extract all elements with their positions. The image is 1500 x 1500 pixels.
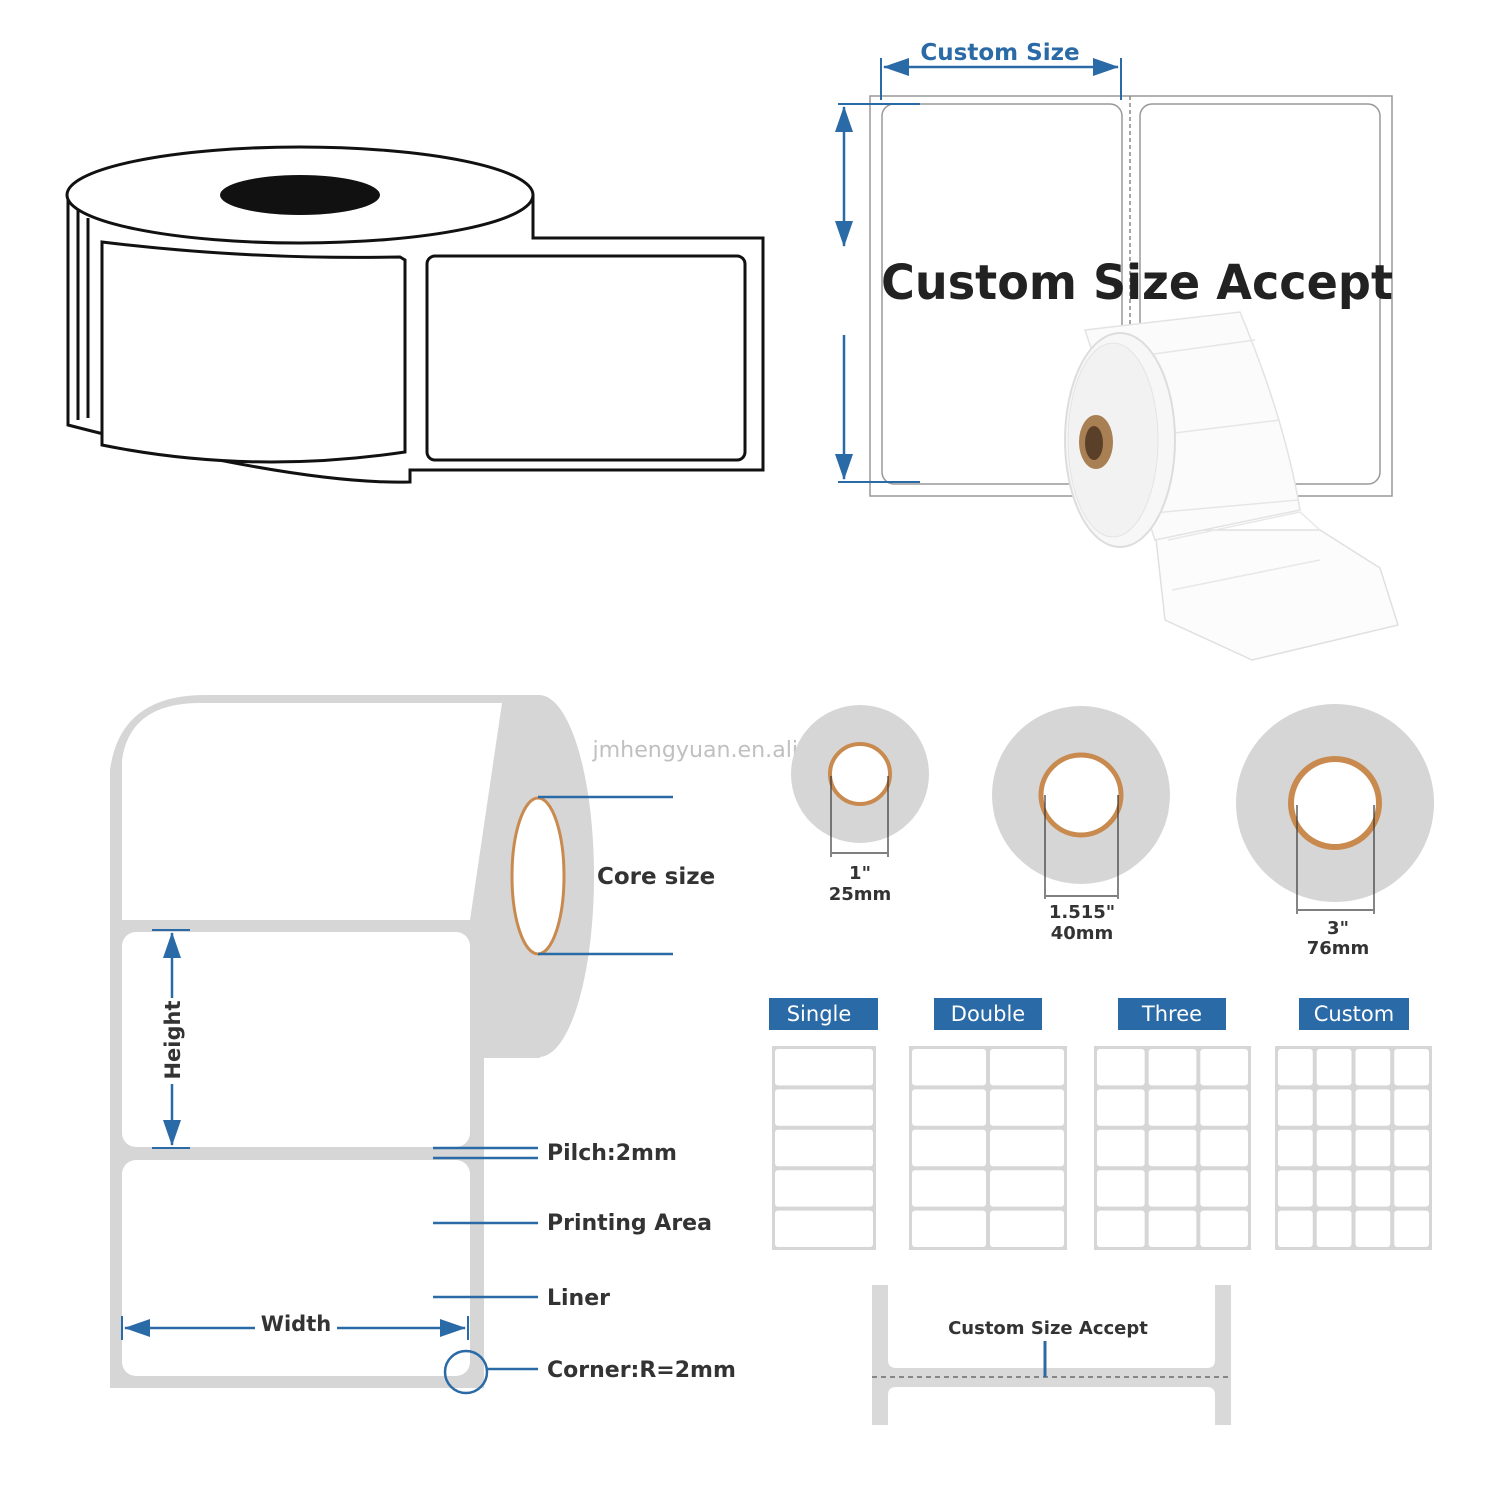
core-option-76mm: 3" 76mm: [1236, 704, 1434, 959]
label-cell: [1097, 1210, 1145, 1247]
label-grid: [909, 1046, 1067, 1250]
label-cell: [1148, 1170, 1197, 1207]
core-size-label: Core size: [597, 864, 715, 890]
label-cell: [1278, 1170, 1313, 1207]
label-cell: [1097, 1129, 1145, 1167]
label-cell: [990, 1049, 1064, 1086]
label-cell: [1316, 1170, 1352, 1207]
liner-label: Liner: [547, 1286, 610, 1311]
layout-options: Single Double Three Custom: [769, 998, 1432, 1250]
core-ring: [1288, 756, 1382, 850]
layout-three: Three: [1094, 998, 1251, 1250]
custom-size-accept-label: Custom Size Accept: [948, 1318, 1148, 1339]
label-cell: [1394, 1210, 1429, 1247]
width-label: Width: [261, 1312, 331, 1336]
label-cell: [1394, 1089, 1429, 1126]
layout-tab: [1299, 998, 1409, 1030]
core-inch-label: 1": [849, 863, 871, 884]
label-cell: [1278, 1049, 1313, 1086]
label-cell: [1355, 1210, 1391, 1247]
layout-tab: [769, 998, 878, 1030]
label-cell: [1394, 1129, 1429, 1167]
label-cell: [990, 1170, 1064, 1207]
label-cell: [912, 1089, 986, 1126]
pitch-label: Pilch:2mm: [547, 1141, 677, 1166]
core-inch-label: 1.515": [1049, 902, 1115, 923]
label-cell: [1316, 1129, 1352, 1167]
layout-tab-label: Single: [787, 1002, 852, 1026]
label-cell: [990, 1089, 1064, 1126]
label-cell: [912, 1210, 986, 1247]
label-cell: [775, 1210, 873, 1247]
label-cell: [1200, 1170, 1248, 1207]
label-cell: [1097, 1170, 1145, 1207]
label-roll-anatomy: Core size Height Width Pilch:2mm Printin…: [110, 695, 736, 1395]
core-option-25mm: 1" 25mm: [791, 705, 929, 905]
layout-tab-label: Three: [1141, 1002, 1202, 1026]
label-cell: [1278, 1210, 1313, 1247]
label-cell: [1316, 1210, 1352, 1247]
custom-size-dimension-label: Custom Size: [920, 40, 1079, 66]
layout-tab-label: Custom: [1314, 1002, 1394, 1026]
label-cell: [1355, 1129, 1391, 1167]
roll-core-hole: [220, 175, 380, 215]
roll-core: [510, 796, 566, 956]
label-cell: [912, 1170, 986, 1207]
white-label-roll-photo: [1064, 311, 1399, 661]
corner-label: Corner:R=2mm: [547, 1358, 736, 1383]
label-cell: [1316, 1089, 1352, 1126]
custom-size-accept-headline: Custom Size Accept: [881, 255, 1393, 311]
label-cell: [1394, 1170, 1429, 1207]
core-ring: [828, 742, 892, 806]
printing-area-label: Printing Area: [547, 1211, 712, 1236]
custom-size-strip: Custom Size Accept: [872, 1285, 1231, 1425]
label-cell: [912, 1129, 986, 1167]
label-cell: [1316, 1049, 1352, 1086]
label-cell: [912, 1049, 986, 1086]
layout-tab: [1118, 998, 1226, 1030]
label-cell: [1097, 1089, 1145, 1126]
label-grid: [1094, 1046, 1251, 1250]
label-cell: [775, 1129, 873, 1167]
layout-custom: Custom: [1275, 998, 1432, 1250]
label-cell: [1097, 1049, 1145, 1086]
core-size-options: 1" 25mm 1.515" 40mm 3" 76mm: [791, 704, 1434, 959]
label-cell: [1355, 1170, 1391, 1207]
label-cell: [1148, 1089, 1197, 1126]
core-ring: [1038, 752, 1124, 838]
label-cell: [1200, 1129, 1248, 1167]
line-art-label-roll: [65, 145, 765, 484]
custom-size-sheet: Custom Size Custom Size Accept: [835, 40, 1393, 497]
layout-double: Double: [909, 998, 1067, 1250]
layout-single: Single: [769, 998, 878, 1250]
label-grid: [772, 1046, 876, 1250]
label-cell: [775, 1170, 873, 1207]
label-cell: [1355, 1089, 1391, 1126]
label-cell: [775, 1089, 873, 1126]
label-cell: [1355, 1049, 1391, 1086]
label-cell: [1148, 1129, 1197, 1167]
label-cell: [1200, 1049, 1248, 1086]
core-mm-label: 40mm: [1051, 923, 1114, 944]
label-cell: [1200, 1210, 1248, 1247]
label-cell: [1148, 1210, 1197, 1247]
label-cell: [1278, 1089, 1313, 1126]
core-mm-label: 25mm: [829, 884, 892, 905]
label-cell: [1278, 1129, 1313, 1167]
label-cell: [1200, 1089, 1248, 1126]
core-mm-label: 76mm: [1307, 938, 1370, 959]
height-label: Height: [161, 1000, 185, 1079]
label-cell: [990, 1210, 1064, 1247]
label-cell: [990, 1129, 1064, 1167]
layout-tab-label: Double: [951, 1002, 1025, 1026]
label-grid: [1275, 1046, 1432, 1250]
label-cell: [1394, 1049, 1429, 1086]
label-cell: [775, 1049, 873, 1086]
label-cell: [1148, 1049, 1197, 1086]
layout-tab: [934, 998, 1042, 1030]
core-option-40mm: 1.515" 40mm: [992, 706, 1170, 944]
core-inch-label: 3": [1327, 918, 1349, 939]
